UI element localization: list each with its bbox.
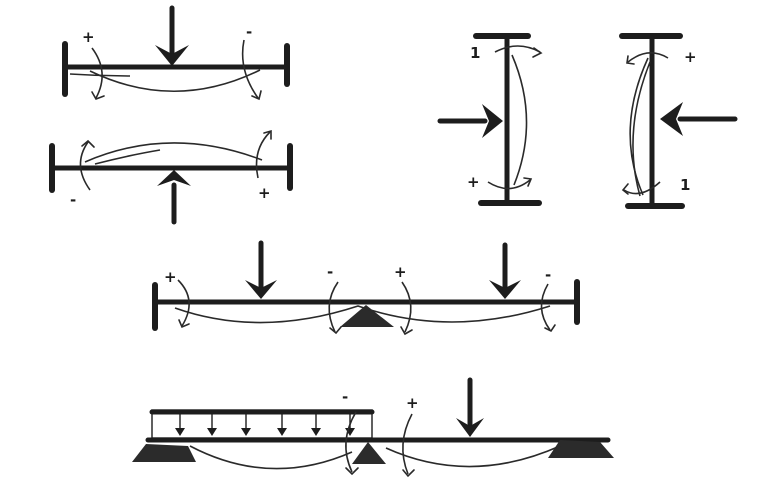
overhang-udl-beam-load-head [456, 418, 484, 437]
overhang-udl-beam-deflection-left [189, 445, 353, 470]
beam-second-left-moment-left [79, 141, 91, 191]
beam-top-left-moment-left [91, 47, 103, 99]
column-left-moment-bottom [487, 179, 531, 190]
beam-top-left-moment-right [241, 39, 259, 99]
column-left-sign-top: 1 [470, 44, 480, 62]
continuous-beam-load-2-head [489, 280, 521, 299]
beam-second-left-load-head [157, 170, 191, 186]
overhang-udl-beam-moment-left [345, 411, 357, 473]
continuous-beam-deflection [174, 305, 551, 324]
beam-top-left-deflection [89, 69, 261, 93]
overhang-udl-beam-moment-right [402, 413, 413, 475]
beam-second-left: - + [49, 129, 293, 225]
continuous-beam-moment-2 [328, 281, 339, 333]
beam-top-left-hatch [69, 73, 131, 77]
continuous-beam-sign-4: - [545, 266, 551, 284]
column-left-deflection [511, 54, 528, 186]
overhang-udl-beam-right-support [548, 440, 614, 458]
column-right-sign-bottom: 1 [680, 176, 690, 194]
column-right-deflection [629, 57, 649, 196]
overhang-udl-beam-sign-left: - [342, 388, 348, 406]
beam-second-left-moment-right [255, 131, 271, 179]
beam-top-left-load-head [155, 45, 189, 66]
beam-top-left-sign-right: - [246, 23, 252, 41]
continuous-beam-moment-1 [177, 279, 190, 327]
overhang-udl-beam-deflection-right [385, 445, 561, 468]
beam-second-left-sign-left: - [70, 191, 76, 209]
overhang-udl-beam-sign-right: + [406, 394, 419, 412]
continuous-beam-sign-1: + [164, 268, 177, 286]
overhang-udl-beam-left-support [132, 444, 196, 462]
column-left-sign-bottom: + [467, 173, 480, 191]
column-right-sign-top: + [684, 48, 697, 66]
beam-top-left-sign-left: + [82, 28, 95, 46]
beam-second-left-deflection [84, 142, 263, 163]
column-left: 1 + [437, 33, 543, 206]
column-left-moment-top [494, 45, 541, 53]
column-right-moment-top [627, 52, 669, 63]
column-right: + 1 [619, 33, 738, 209]
continuous-beam-moment-3 [401, 281, 412, 333]
overhang-udl-beam-middle-support [352, 442, 386, 464]
continuous-beam-middle-support [340, 305, 394, 327]
column-left-load-head [482, 104, 503, 138]
overhang-udl-beam-udl-arrows [175, 414, 355, 436]
continuous-beam-sign-3: + [394, 263, 407, 281]
continuous-beam-load-1-head [245, 280, 277, 299]
beam-top-left: + - [62, 5, 290, 101]
beam-second-left-sign-right: + [258, 184, 271, 202]
continuous-beam-moment-4 [540, 283, 551, 331]
column-right-moment-bottom [623, 181, 661, 195]
overhang-udl-beam: - + [132, 377, 614, 478]
continuous-beam: + - + - [152, 240, 580, 336]
column-right-load-head [660, 102, 683, 136]
continuous-beam-sign-2: - [327, 263, 333, 281]
